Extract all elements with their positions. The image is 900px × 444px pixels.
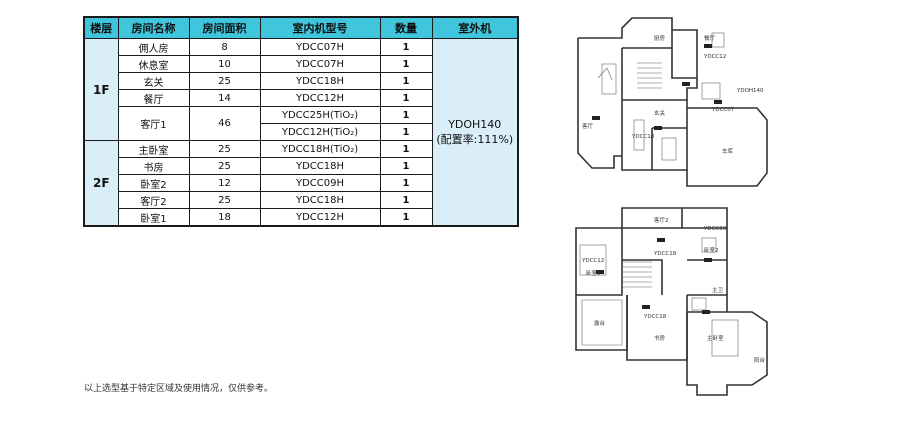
plan-1f-label: YDCC18 (631, 134, 655, 140)
indoor-model-cell: YDCC09H (259, 174, 381, 192)
room-area-cell: 25 (188, 72, 261, 90)
room-name-cell: 餐厅 (117, 89, 190, 107)
quantity-cell: 1 (379, 38, 433, 56)
quantity-cell: 1 (379, 208, 433, 227)
header-quantity: 数量 (379, 16, 433, 39)
room-area-cell: 14 (188, 89, 261, 107)
indoor-model-cell: YDCC12H (259, 208, 381, 227)
plan-1f-label: 厨房 (654, 34, 666, 42)
floor-cell-1f: 1F (83, 38, 119, 141)
indoor-model-cell: YDCC12H (259, 89, 381, 107)
indoor-model-cell: YDCC25H(TiO₂) (259, 106, 381, 124)
quantity-cell: 1 (379, 123, 433, 141)
ac-spec-table: 楼层 房间名称 房间面积 室内机型号 数量 室外机 1F 佣人房 8 YDCC0… (83, 16, 519, 227)
plan-2f-label: YDCC18 (653, 251, 677, 257)
table-row: 卧室2 12 YDCC09H 1 (84, 174, 518, 192)
room-name-cell: 休息室 (117, 55, 190, 73)
plan-1f-label: 玄关 (654, 109, 666, 117)
table-row: 2F 主卧室 25 YDCC18H(TiO₂) 1 (83, 140, 518, 227)
outdoor-unit-cell: YDOH140 (配置率:111%) (431, 38, 519, 227)
indoor-model-cell: YDCC07H (259, 38, 381, 56)
room-name-cell: 客厅1 (117, 106, 190, 141)
quantity-cell: 1 (379, 106, 433, 124)
plan-1f-label: 客厅 (582, 122, 594, 130)
plan-2f-label: 阳台 (754, 356, 766, 364)
indoor-model-cell: YDCC18H (259, 72, 381, 90)
plan-2f-label: 客厅2 (654, 216, 669, 224)
table-row: 客厅2 25 YDCC18H 1 (84, 191, 518, 209)
plan-2f-label: YDCC18 (643, 314, 667, 320)
plan-2f-label: YDCC09 (703, 226, 727, 232)
indoor-model-cell: YDCC07H (259, 55, 381, 73)
floor-plan-2f: 客厅2 卧室2 卧室1 主卫 主卧室 书房 露台 阳台 YDCC09 YDCC1… (562, 200, 782, 404)
indoor-model-cell: YDCC18H(TiO₂) (259, 140, 381, 158)
room-area-cell: 46 (188, 106, 261, 141)
table-row: YDCC12H(TiO₂) 1 (84, 123, 518, 141)
indoor-model-cell: YDCC18H (259, 157, 381, 175)
room-name-cell: 客厅2 (117, 191, 190, 209)
room-area-cell: 25 (188, 191, 261, 209)
plan-2f-label: 卧室2 (704, 246, 719, 254)
table-row: 书房 25 YDCC18H 1 (84, 157, 518, 175)
room-area-cell: 8 (188, 38, 261, 56)
plan-1f-label: YDCC12 (703, 54, 726, 60)
header-floor: 楼层 (83, 16, 119, 39)
quantity-cell: 1 (379, 191, 433, 209)
plan-2f-label: 主卫 (712, 286, 724, 294)
plan-1f-label: 车库 (722, 147, 734, 155)
disclaimer-note: 以上选型基于特定区域及使用情况，仅供参考。 (84, 384, 274, 394)
quantity-cell: 1 (379, 174, 433, 192)
floor-plan-2f-drawing: 客厅2 卧室2 卧室1 主卫 主卧室 书房 露台 阳台 YDCC09 YDCC1… (575, 207, 768, 396)
room-area-cell: 10 (188, 55, 261, 73)
header-outdoor-unit: 室外机 (431, 16, 519, 39)
quantity-cell: 1 (379, 55, 433, 73)
room-area-cell: 18 (188, 208, 261, 227)
plan-2f-label: 书房 (654, 334, 666, 342)
floor-cell-2f: 2F (83, 140, 119, 227)
room-area-cell: 12 (188, 174, 261, 192)
room-area-cell: 25 (188, 157, 261, 175)
room-area-cell: 25 (188, 140, 261, 158)
header-room-name: 房间名称 (117, 16, 190, 39)
table-row: 卧室1 18 YDCC12H 1 (84, 208, 518, 227)
room-name-cell: 卧室1 (117, 208, 190, 227)
header-room-area: 房间面积 (188, 16, 261, 39)
plan-1f-label: 餐厅 (704, 34, 716, 42)
indoor-model-cell: YDCC18H (259, 191, 381, 209)
outdoor-unit-ratio: (配置率:111%) (436, 133, 514, 146)
header-indoor-model: 室内机型号 (259, 16, 381, 39)
plan-2f-label: 卧室1 (586, 269, 601, 277)
plan-2f-label: 露台 (594, 319, 606, 327)
plan-2f-label: 主卧室 (707, 334, 724, 342)
quantity-cell: 1 (379, 157, 433, 175)
quantity-cell: 1 (379, 72, 433, 90)
table-row: 1F 佣人房 8 YDCC07H 1 YDOH140 (配置率:111%) (83, 38, 519, 227)
floor-plan-1f: 厨房 餐厅 玄关 客厅 车库 YDCC12 YDCC07 YDCC18 YDOH… (562, 8, 782, 197)
room-name-cell: 书房 (117, 157, 190, 175)
table-header-row: 楼层 房间名称 房间面积 室内机型号 数量 室外机 (83, 16, 519, 39)
table-row: 玄关 25 YDCC18H 1 (84, 72, 518, 90)
room-name-cell: 佣人房 (117, 38, 190, 56)
plan-1f-label: YDCC07 (711, 107, 735, 113)
room-name-cell: 主卧室 (117, 140, 190, 158)
quantity-cell: 1 (379, 89, 433, 107)
table-row: 餐厅 14 YDCC12H 1 (84, 89, 518, 107)
plan-1f-label: YDOH140 (736, 88, 764, 94)
room-name-cell: 玄关 (117, 72, 190, 90)
floor-plan-1f-drawing: 厨房 餐厅 玄关 客厅 车库 YDCC12 YDCC07 YDCC18 YDOH… (577, 17, 768, 187)
table-row: 客厅1 46 YDCC25H(TiO₂) 1 (84, 106, 518, 141)
indoor-model-cell: YDCC12H(TiO₂) (259, 123, 381, 141)
quantity-cell: 1 (379, 140, 433, 158)
outdoor-unit-model: YDOH140 (448, 118, 502, 131)
room-name-cell: 卧室2 (117, 174, 190, 192)
plan-2f-label: YDCC12 (581, 258, 604, 264)
